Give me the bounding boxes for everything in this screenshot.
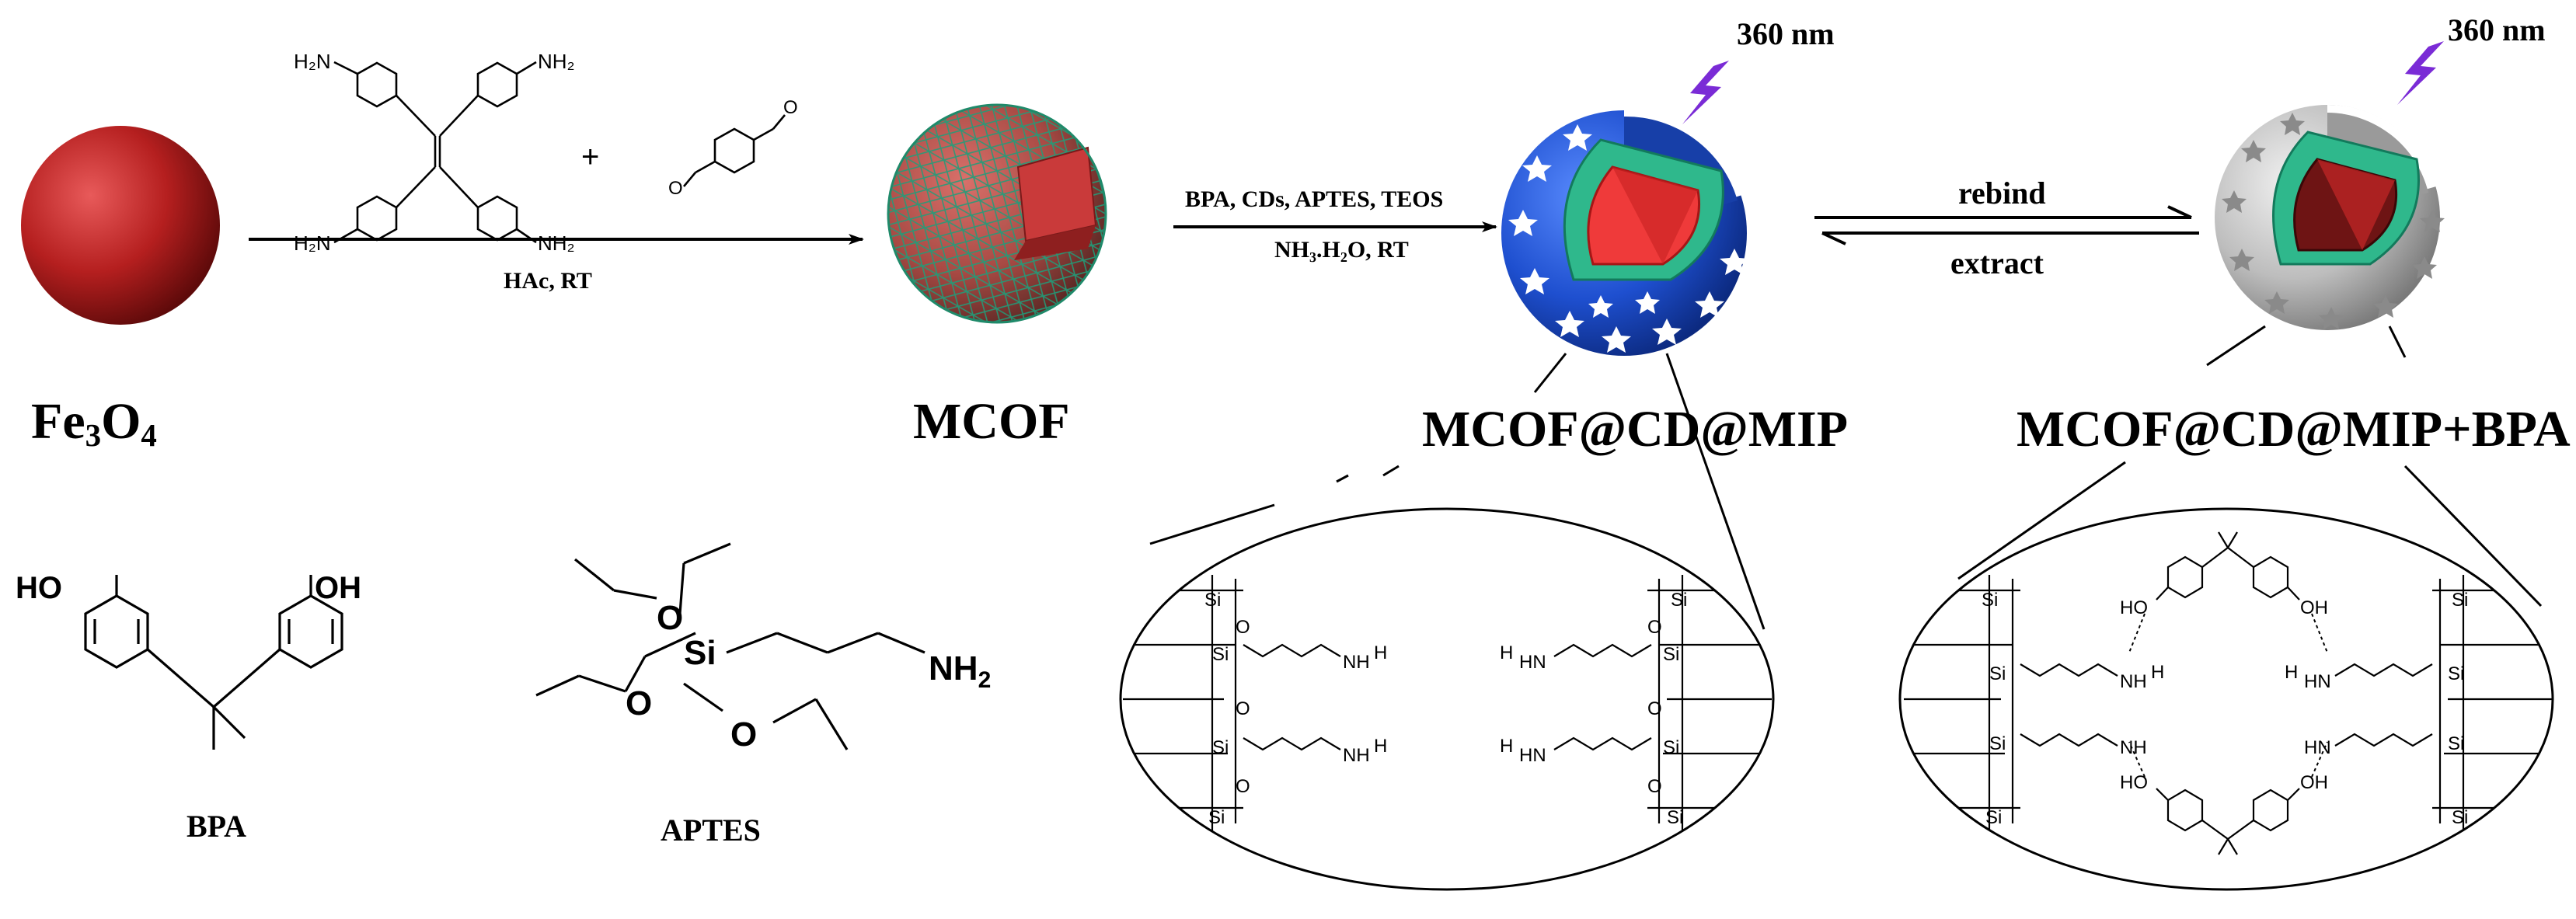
si-label: Si (1663, 737, 1679, 758)
fe3o4-label: Fe3O4 (31, 393, 157, 454)
nh-label: NH (1343, 745, 1370, 766)
si-label: Si (1204, 590, 1221, 611)
nh-label: NH (2120, 737, 2147, 758)
ho-label: HO (2120, 597, 2148, 618)
aptes-nh2-label: NH2 (929, 649, 991, 693)
h-label: H (1374, 642, 1387, 663)
lightning-bolt-icon (1682, 61, 1729, 124)
oh-label: OH (2300, 597, 2328, 618)
h-label: H (1500, 736, 1513, 757)
hn-label: HN (2304, 671, 2331, 692)
amine-label-ur: NH₂ (538, 50, 575, 73)
si-label: Si (1985, 807, 2002, 828)
o-label: O (1647, 698, 1662, 719)
mcof-label: MCOF (913, 393, 1070, 450)
mcof-cd-mip-bpa-sphere (2215, 104, 2445, 330)
nh-label: NH (1343, 652, 1370, 673)
o-label: O (1647, 776, 1662, 797)
hn-label: HN (1519, 652, 1546, 673)
mcof-cd-mip-sphere (1501, 108, 1749, 356)
bpa-structure (84, 575, 343, 750)
step2-condition: NH₃.H₂O, RT (1274, 237, 1409, 263)
si-label: Si (1208, 807, 1225, 828)
bpa-oh-label: OH (315, 571, 361, 605)
rebind-label: rebind (1958, 176, 2046, 211)
si-label: Si (2452, 807, 2468, 828)
si-label: Si (1212, 737, 1229, 758)
equilibrium-arrow-icon (1814, 205, 2199, 245)
h-label: H (2285, 662, 2298, 683)
aldehyde-o-1: O (668, 178, 683, 199)
si-label: Si (2448, 663, 2464, 684)
terephthalaldehyde-structure (683, 114, 786, 187)
mcof-sphere (887, 103, 1107, 324)
si-label: Si (1671, 590, 1687, 611)
mcof-cd-mip-bpa-label: MCOF@CD@MIP+BPA (2017, 401, 2571, 458)
amine-label-ul: H₂N (294, 50, 331, 73)
aptes-o-label: O (730, 715, 757, 754)
bpa-label: BPA (186, 809, 247, 844)
aptes-structure (535, 542, 925, 750)
aldehyde-o-2: O (783, 97, 798, 118)
aptes-si-label: Si (684, 634, 716, 672)
hn-label: HN (1519, 745, 1546, 766)
oh-label: OH (2300, 772, 2328, 793)
o-label: O (1236, 698, 1250, 719)
extract-label: extract (1950, 245, 2044, 280)
uv-wavelength-label-2: 360 nm (2448, 12, 2546, 47)
si-label: Si (1989, 733, 2006, 754)
si-label: Si (1989, 663, 2006, 684)
aptes-o-label: O (657, 599, 683, 637)
cavity-ellipse-left: Si Si Si Si Si Si Si Si O O O O O O NH H… (1119, 507, 1775, 891)
aptes-o-label: O (626, 684, 652, 722)
si-label: Si (2448, 733, 2464, 754)
lightning-bolt-icon (2397, 41, 2444, 105)
tetraamine-structure (333, 61, 537, 244)
o-label: O (1236, 617, 1250, 638)
si-label: Si (2452, 590, 2468, 611)
si-label: Si (1667, 807, 1683, 828)
aptes-label: APTES (661, 813, 761, 848)
step2-reagents: BPA, CDs, APTES, TEOS (1185, 186, 1444, 212)
o-label: O (1647, 617, 1662, 638)
hn-label: HN (2304, 737, 2331, 758)
h-label: H (2151, 662, 2164, 683)
ho-label: HO (2120, 772, 2148, 793)
amine-label-lr: NH₂ (538, 231, 575, 255)
si-label: Si (1663, 644, 1679, 665)
amine-label-ll: H₂N (294, 231, 331, 255)
mcof-cd-mip-label: MCOF@CD@MIP (1422, 401, 1849, 458)
step1-condition: HAc, RT (504, 268, 592, 294)
si-label: Si (1212, 644, 1229, 665)
bpa-ho-label: HO (16, 571, 62, 605)
h-label: H (1374, 736, 1387, 757)
plus-sign: + (581, 140, 599, 174)
zoom-lines (1149, 325, 2543, 630)
h-label: H (1500, 642, 1513, 663)
nh-label: NH (2120, 671, 2147, 692)
si-label: Si (1982, 590, 1998, 611)
cavity-ellipse-right: Si Si Si Si Si Si Si Si NH H NH HN H HN … (1898, 507, 2554, 891)
uv-wavelength-label-1: 360 nm (1737, 16, 1835, 51)
fe3o4-sphere (21, 126, 220, 325)
o-label: O (1236, 776, 1250, 797)
